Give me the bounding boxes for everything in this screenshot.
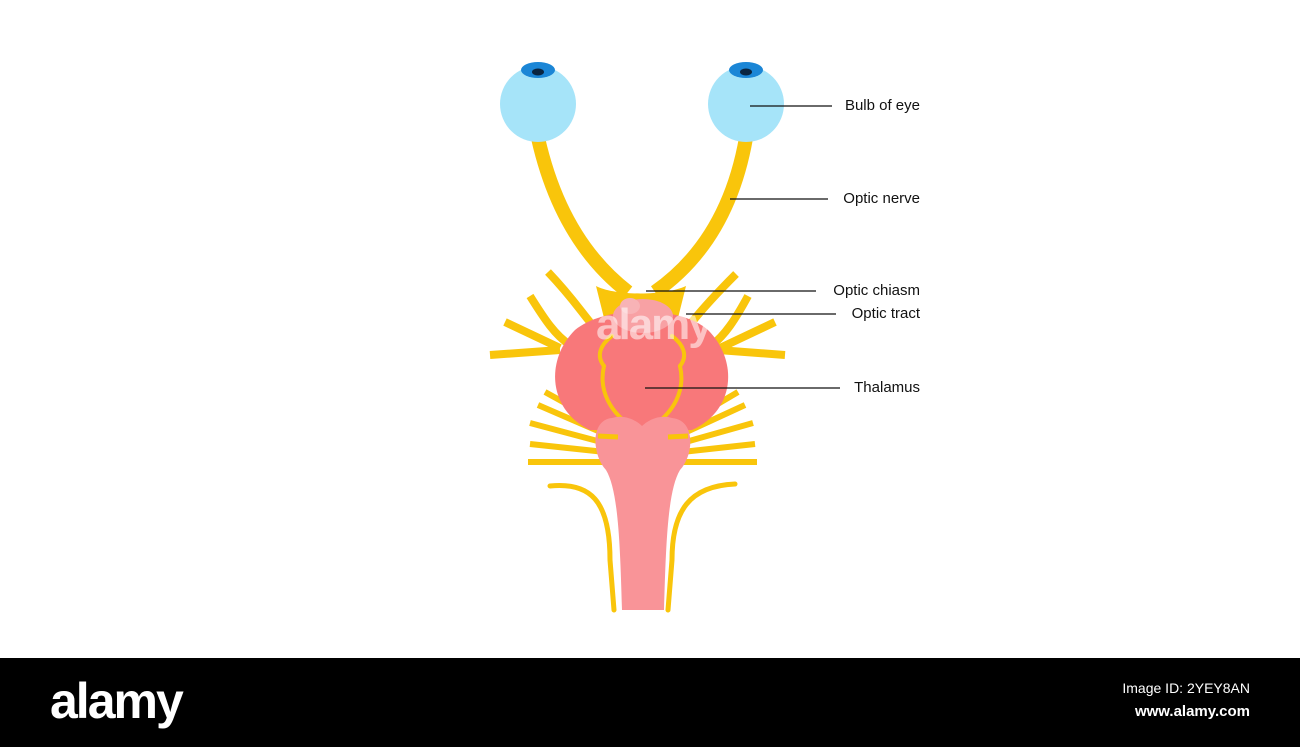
site-url-link[interactable]: www.alamy.com (1134, 703, 1250, 720)
brainstem-shape (595, 416, 691, 610)
thalamus-shape (555, 311, 729, 430)
brainstem-nerve-stubs (597, 433, 689, 440)
left-optic-nerve (531, 136, 633, 298)
label-optic-chiasm: Optic chiasm (833, 282, 920, 299)
optic-nerves (531, 136, 753, 298)
lower-nerve-tracts (547, 481, 738, 613)
brand-logo[interactable]: alamy (50, 673, 184, 729)
cranial-nerve-fans (528, 389, 757, 465)
footer-bar: alamy Image ID: 2YEY8AN www.alamy.com (0, 658, 1300, 747)
label-optic-tract: Optic tract (851, 305, 920, 322)
label-optic-nerve: Optic nerve (843, 190, 920, 207)
label-bulb-of-eye: Bulb of eye (844, 97, 920, 114)
visual-pathway-diagram (489, 62, 840, 613)
right-optic-nerve (650, 136, 753, 298)
label-thalamus: Thalamus (854, 379, 920, 396)
leader-lines (645, 105, 840, 389)
left-eye (500, 62, 576, 142)
image-id-text: Image ID: 2YEY8AN (1122, 680, 1250, 696)
right-eye (708, 62, 784, 142)
